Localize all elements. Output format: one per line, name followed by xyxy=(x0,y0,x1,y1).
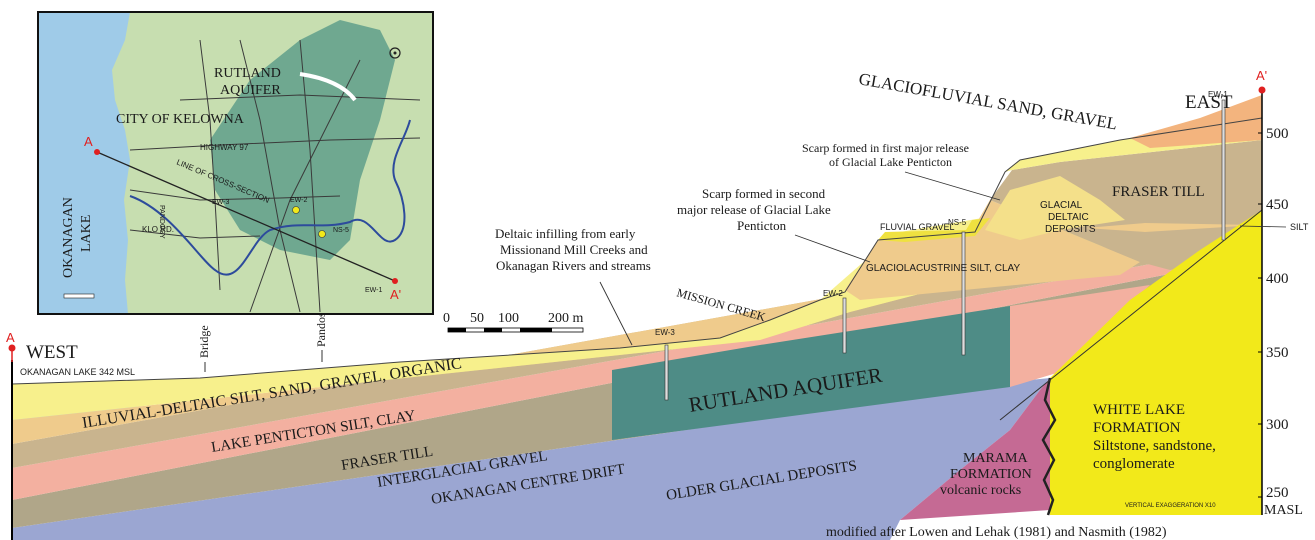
vertical-exaggeration-label: VERTICAL EXAGGERATION X10 xyxy=(1125,503,1216,509)
map-aquifer-label-2: AQUIFER xyxy=(220,83,281,98)
deltaic-note-3: Okanagan Rivers and streams xyxy=(496,258,651,273)
elev-350: 350 xyxy=(1266,345,1289,361)
elev-500: 500 xyxy=(1266,126,1289,142)
fraser-till-east-label: FRASER TILL xyxy=(1112,184,1205,200)
fluvial-gravel-label: FLUVIAL GRAVEL xyxy=(880,222,955,232)
well-ew1 xyxy=(1222,100,1225,240)
scarp2-note-2: major release of Glacial Lake xyxy=(677,202,831,217)
scarp1-note-1: Scarp formed in first major release xyxy=(802,141,969,155)
map-pandosy-label: PANDOSY xyxy=(158,205,165,239)
bridge-label: Bridge xyxy=(197,325,211,358)
well-ew2 xyxy=(843,298,846,353)
point-a-prime-marker xyxy=(1259,87,1266,94)
marama-label-2: FORMATION xyxy=(950,467,1032,482)
map-well-ew1-label: EW-1 xyxy=(365,287,382,294)
scarp1-note-2: of Glacial Lake Penticton xyxy=(829,155,952,169)
map-well-ew2 xyxy=(293,207,300,214)
inset-map: RUTLAND AQUIFER CITY OF KELOWNA HIGHWAY … xyxy=(38,12,433,314)
west-label: WEST xyxy=(26,342,78,363)
map-aquifer-label-1: RUTLAND xyxy=(214,66,281,81)
map-highway-label: HIGHWAY 97 xyxy=(200,143,249,152)
elevation-axis: 500 450 400 350 300 250 MASL xyxy=(1258,126,1303,518)
scale-bar: 0 50 100 200 m xyxy=(443,311,584,332)
silt-label: SILT xyxy=(1290,222,1309,232)
map-point-a-prime xyxy=(392,278,398,284)
deltaic-note-1: Deltaic infilling from early xyxy=(495,226,636,241)
well-ns5 xyxy=(962,232,965,355)
point-a-prime-label: A' xyxy=(1256,68,1267,83)
point-a-label: A xyxy=(6,330,15,345)
marama-label-3: volcanic rocks xyxy=(940,483,1021,498)
map-lake-label-1: OKANAGAN xyxy=(61,197,76,278)
white-lake-label-1: WHITE LAKE xyxy=(1093,402,1185,418)
scarp1-arrow xyxy=(905,172,1000,200)
credit-label: modified after Lowen and Lehak (1981) an… xyxy=(826,525,1167,540)
white-lake-label-3: Siltstone, sandstone, xyxy=(1093,438,1216,454)
map-lake xyxy=(38,12,130,314)
white-lake-label-4: conglomerate xyxy=(1093,456,1175,472)
east-label: EAST xyxy=(1185,92,1233,113)
glaciofluvial-label: GLACIOFLUVIAL SAND, GRAVEL xyxy=(857,69,1118,133)
map-city-label: CITY OF KELOWNA xyxy=(116,112,245,127)
scale-100: 100 xyxy=(498,311,519,326)
elev-300: 300 xyxy=(1266,417,1289,433)
scarp2-note-1: Scarp formed in second xyxy=(702,186,826,201)
scale-0: 0 xyxy=(443,311,450,326)
map-well-ns5-label: NS-5 xyxy=(333,227,349,234)
deltaic-note-2: Missionand Mill Creeks and xyxy=(500,242,648,257)
elev-400: 400 xyxy=(1266,271,1289,287)
elev-unit: MASL xyxy=(1264,503,1303,518)
white-lake-label-2: FORMATION xyxy=(1093,420,1181,436)
well-label-ew2: EW-2 xyxy=(823,289,843,298)
lake-level-label: OKANAGAN LAKE 342 MSL xyxy=(20,367,135,377)
map-well-ns5 xyxy=(319,231,326,238)
well-label-ew3: EW-3 xyxy=(655,328,675,337)
scarp2-arrow xyxy=(795,235,870,262)
map-point-a xyxy=(94,149,100,155)
scale-200: 200 m xyxy=(548,311,584,326)
glacial-deltaic-label-3: DEPOSITS xyxy=(1045,224,1096,235)
glacial-deltaic-label-2: DELTAIC xyxy=(1048,212,1089,223)
map-scale-icon xyxy=(64,294,94,298)
map-lake-label-2: LAKE xyxy=(79,215,94,252)
marama-label-1: MARAMA xyxy=(963,451,1028,466)
well-ew3 xyxy=(665,345,668,400)
road-labels: Bridge Pandosy xyxy=(197,306,328,372)
glaciolacustrine-label: GLACIOLACUSTRINE SILT, CLAY xyxy=(866,263,1020,274)
elev-450: 450 xyxy=(1266,197,1289,213)
map-well-ew2-label: EW-2 xyxy=(290,197,307,204)
scale-50: 50 xyxy=(470,311,484,326)
deltaic-arrow xyxy=(600,282,632,345)
map-point-a-prime-label: A' xyxy=(390,287,401,302)
map-point-a-label: A xyxy=(84,134,93,149)
scarp2-note-3: Penticton xyxy=(737,218,787,233)
map-well-ew3-label: EW-3 xyxy=(212,199,229,206)
elev-250: 250 xyxy=(1266,485,1289,501)
glacial-deltaic-label-1: GLACIAL xyxy=(1040,200,1083,211)
